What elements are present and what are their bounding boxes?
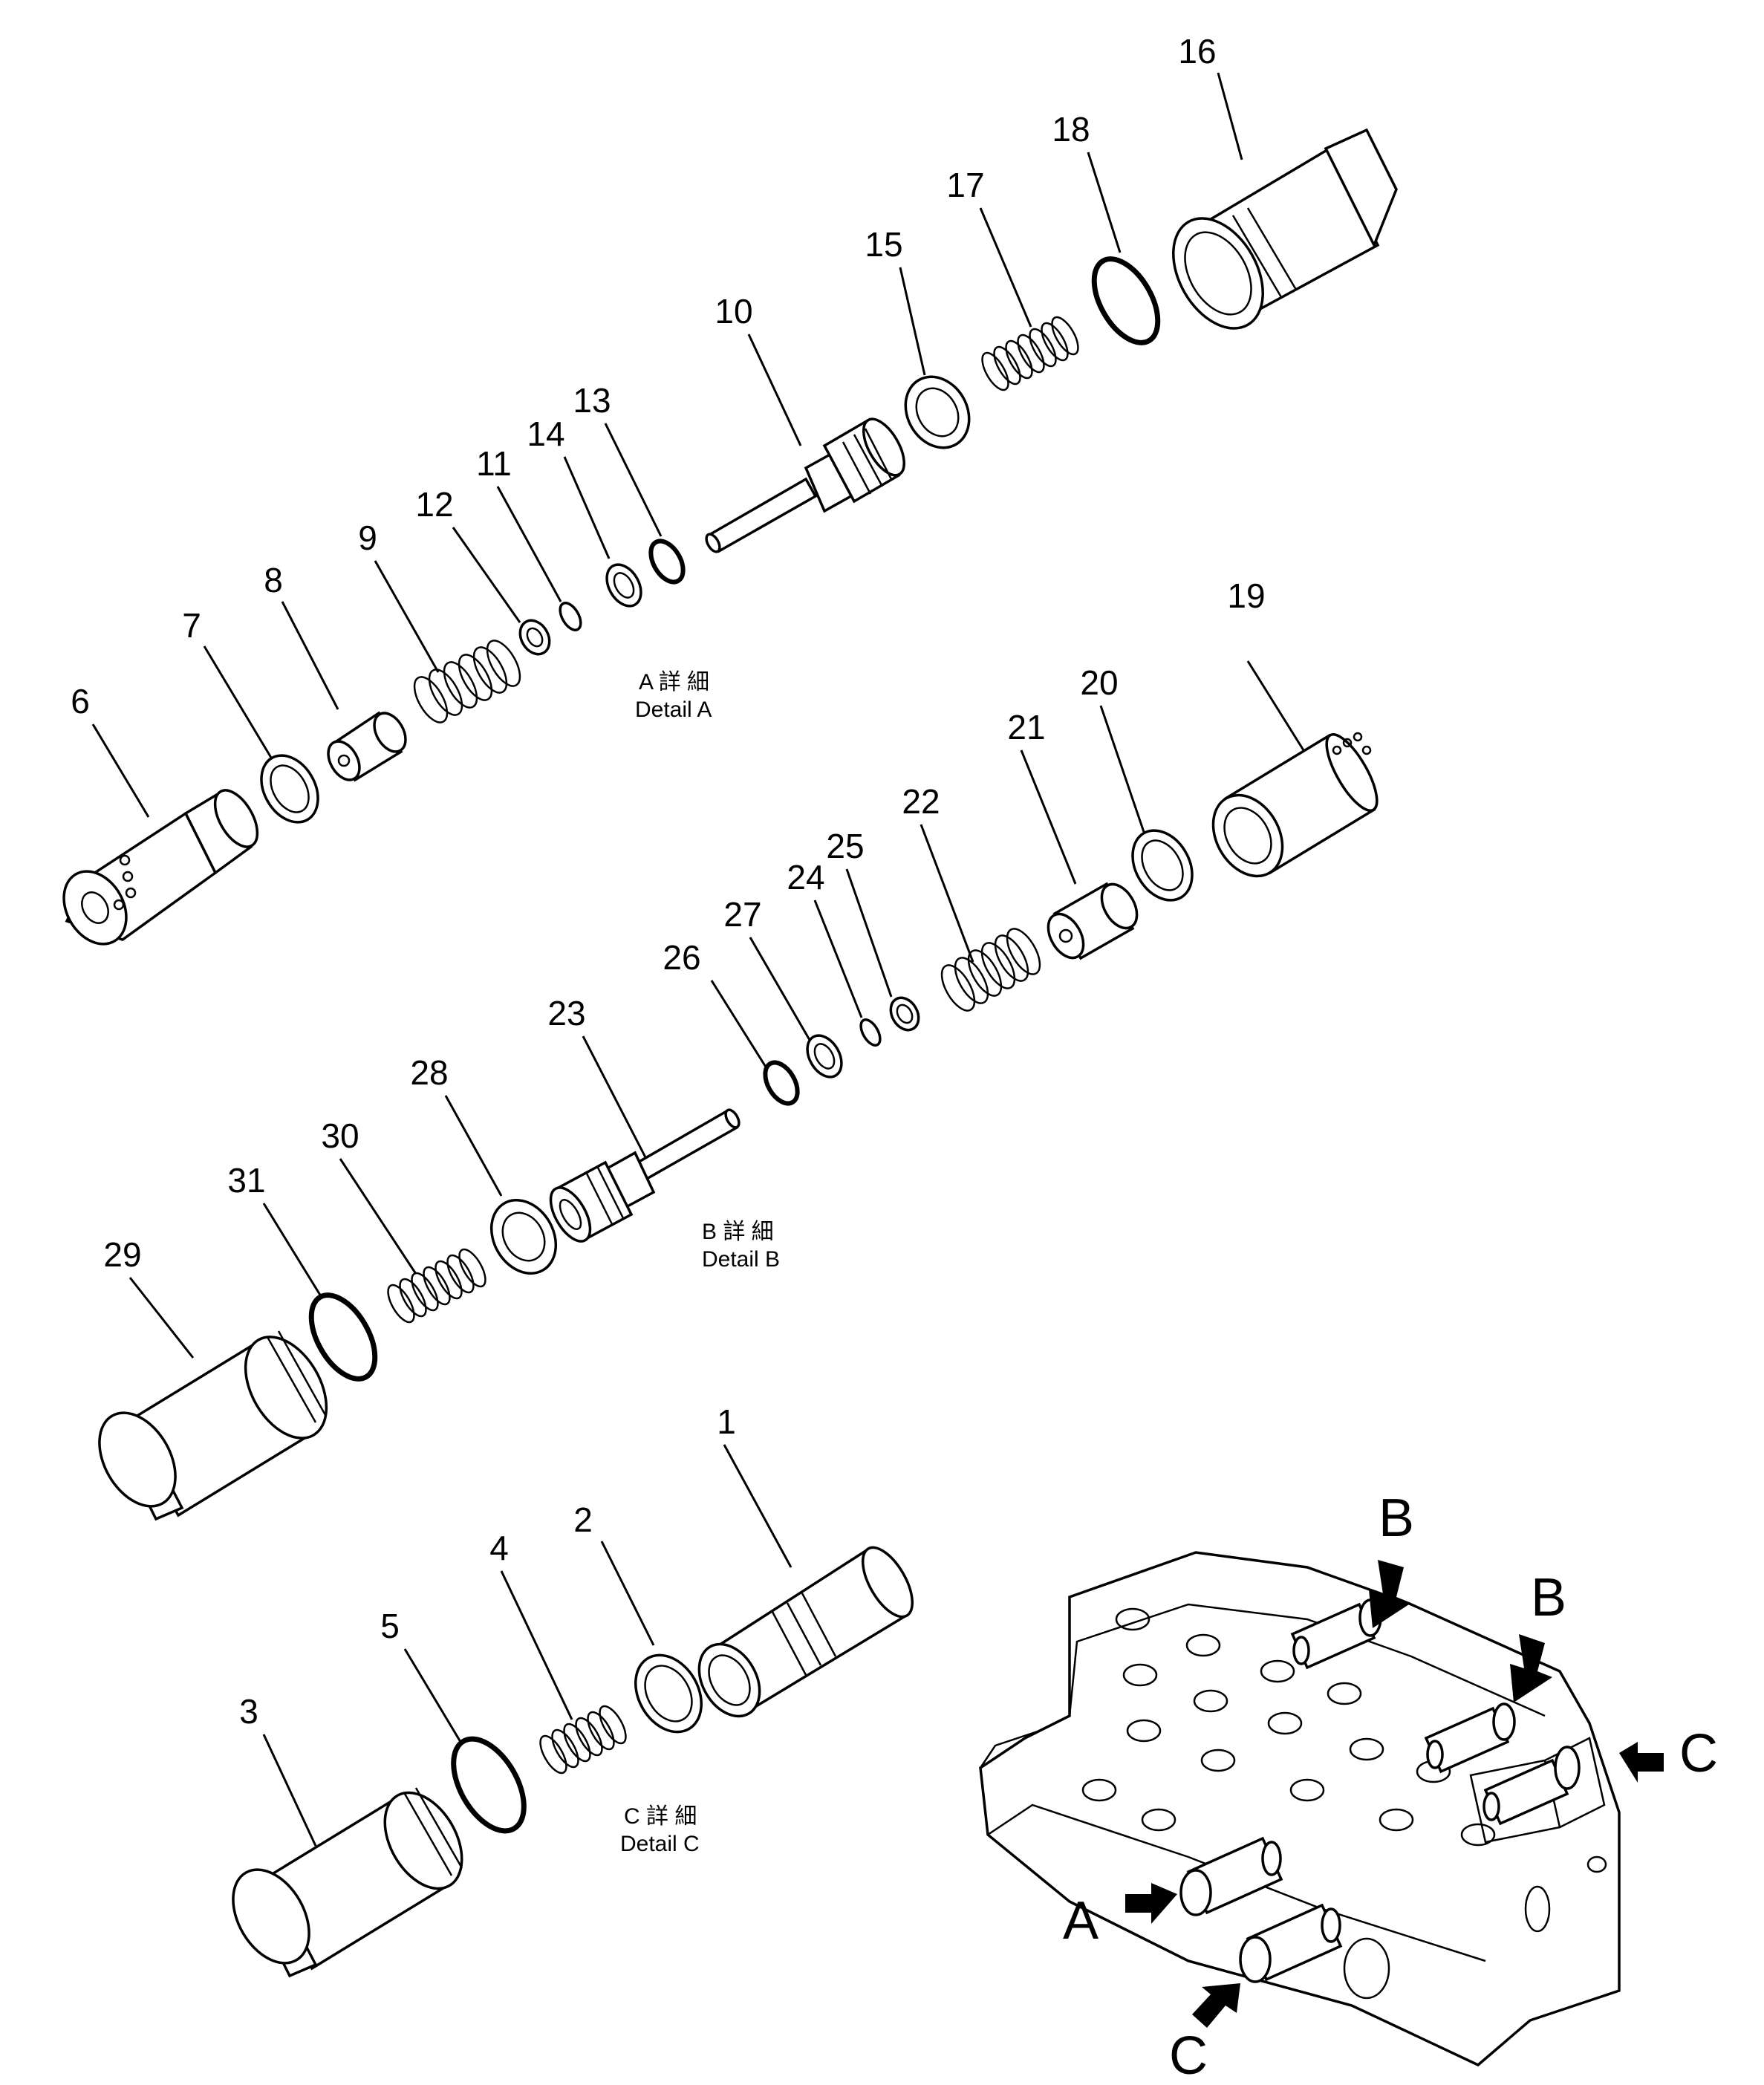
callout-12: 12: [415, 485, 453, 524]
marker-b2: B: [1531, 1568, 1566, 1627]
arrow-c1: [1619, 1742, 1664, 1783]
part-15-nut: [904, 375, 971, 449]
part-27-washer: [806, 1034, 843, 1079]
callout-8: 8: [264, 561, 283, 599]
arrow-a: [1125, 1883, 1177, 1924]
part-13-o-ring: [648, 539, 686, 585]
part-19-sleeve: [1211, 732, 1379, 878]
part-30-spring: [387, 1248, 486, 1324]
valve-unit-b2: [1424, 1702, 1516, 1774]
control-valve-body: [979, 1551, 1664, 2067]
callout-31: 31: [227, 1161, 265, 1200]
arrow-b2: [1510, 1634, 1552, 1702]
part-20-ring: [1131, 829, 1194, 902]
part-16-cap: [1172, 128, 1398, 330]
detail-b-caption-jp: B 詳 細: [702, 1220, 774, 1244]
part-31-o-ring: [308, 1292, 378, 1382]
callout-16: 16: [1178, 32, 1216, 71]
callout-23: 23: [547, 994, 585, 1032]
detail-captions: A 詳 細 Detail A B 詳 細 Detail B C 詳 細 Deta…: [620, 670, 780, 1856]
part-10-spool: [705, 417, 905, 553]
part-2-ring: [634, 1653, 703, 1734]
callout-22: 22: [902, 782, 940, 821]
valve-unit-c2: [1239, 1903, 1343, 1983]
detail-c-assembly: [232, 1546, 914, 1978]
arrow-b1: [1369, 1560, 1411, 1628]
callout-9: 9: [358, 518, 377, 557]
detail-a-caption-en: Detail A: [635, 697, 712, 722]
callout-13: 13: [573, 381, 611, 420]
part-17-spring: [981, 316, 1079, 391]
callout-19: 19: [1227, 576, 1265, 615]
marker-c1: C: [1679, 1724, 1718, 1783]
detail-a-assembly: [62, 128, 1398, 946]
callout-30: 30: [321, 1116, 359, 1155]
part-14-washer: [605, 563, 642, 608]
callout-21: 21: [1007, 708, 1045, 746]
callout-28: 28: [410, 1053, 448, 1092]
part-24-ring: [859, 1018, 882, 1047]
valve-unit-c1: [1483, 1746, 1581, 1826]
part-8-piston: [327, 711, 407, 782]
part-6-sleeve: [62, 789, 259, 946]
callout-25: 25: [826, 827, 864, 865]
part-28-nut: [489, 1198, 558, 1275]
part-26-o-ring: [763, 1060, 800, 1106]
part-7-ring: [260, 754, 319, 824]
part-5-o-ring: [451, 1736, 527, 1834]
detail-b-caption-en: Detail B: [702, 1247, 780, 1272]
callout-26: 26: [663, 938, 700, 977]
marker-b1: B: [1379, 1489, 1414, 1548]
part-3-cap: [232, 1787, 463, 1978]
part-11-ring: [559, 602, 582, 631]
callout-5: 5: [380, 1607, 400, 1645]
part-22-spring: [940, 928, 1041, 1012]
marker-a: A: [1063, 1891, 1099, 1951]
callout-3: 3: [239, 1692, 258, 1731]
callout-17: 17: [946, 166, 984, 204]
callout-14: 14: [527, 414, 564, 453]
callout-29: 29: [103, 1235, 141, 1274]
arrow-c2: [1192, 1983, 1240, 2028]
callout-24: 24: [787, 858, 824, 897]
part-4-spring: [539, 1705, 627, 1775]
callout-labels: 16 18 17 15 10 13 14 11 12 9 8 7 6 19 20…: [71, 32, 1265, 1731]
detail-c-caption-en: Detail C: [620, 1832, 700, 1856]
detail-c-caption-jp: C 詳 細: [624, 1804, 697, 1829]
callout-20: 20: [1080, 663, 1118, 702]
callout-1: 1: [717, 1402, 736, 1441]
callout-27: 27: [723, 895, 761, 934]
callout-11: 11: [476, 444, 512, 483]
callout-18: 18: [1052, 110, 1090, 149]
part-21-piston: [1047, 882, 1139, 960]
detail-a-caption-jp: A 詳 細: [639, 670, 709, 695]
callout-6: 6: [71, 682, 90, 721]
valve-unit-a: [1179, 1836, 1283, 1916]
part-23-spool: [549, 1108, 741, 1243]
marker-c2: C: [1169, 2026, 1208, 2085]
valve-marker-labels: B B C A C: [1063, 1489, 1718, 2085]
callout-4: 4: [489, 1529, 509, 1567]
part-12-collar: [518, 619, 551, 656]
callout-10: 10: [715, 292, 752, 331]
leader-lines: [91, 72, 1305, 1847]
detail-b-assembly: [98, 732, 1379, 1521]
callout-2: 2: [573, 1500, 593, 1539]
part-1-sleeve: [697, 1546, 914, 1718]
part-9-spring: [413, 640, 521, 723]
callout-7: 7: [182, 606, 201, 645]
part-29-cap: [98, 1330, 328, 1521]
part-25-collar: [889, 996, 920, 1032]
callout-15: 15: [865, 225, 902, 264]
part-18-o-ring: [1091, 256, 1161, 345]
